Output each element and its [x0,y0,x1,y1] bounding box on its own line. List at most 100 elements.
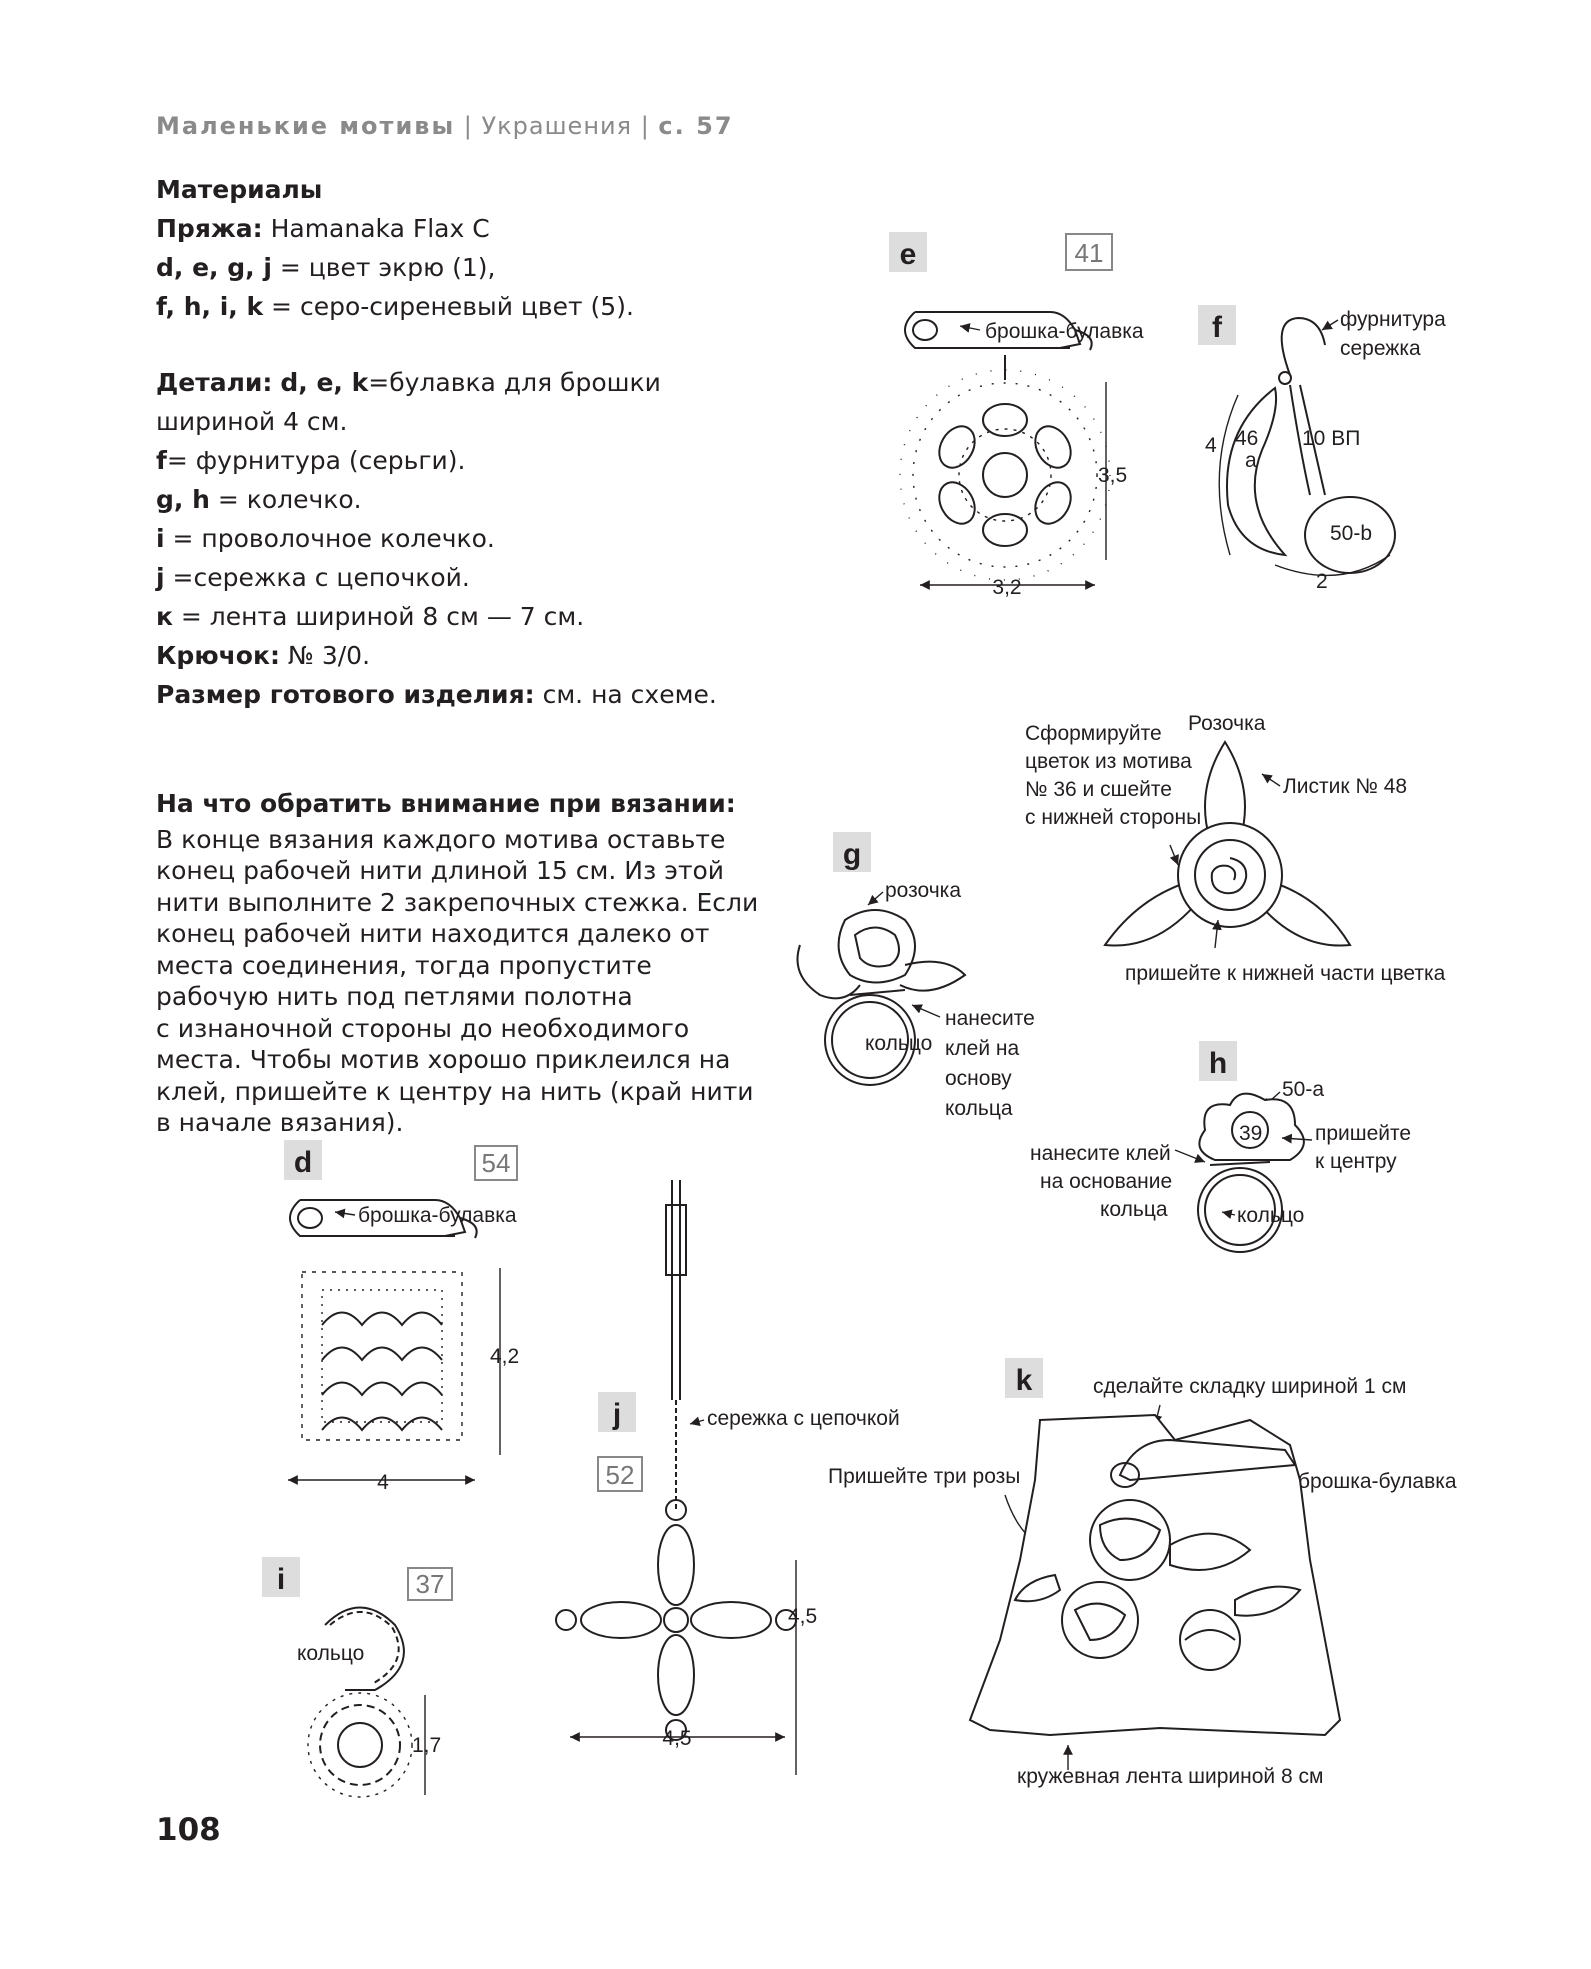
details-keys: d, e, k [280,368,369,397]
tips-line: клей, пришейте к центру на нить (край ни… [156,1076,754,1106]
width-d: 4 [377,1471,389,1494]
details-label: Детали: [156,368,273,397]
label-rose: Розочка [1188,712,1266,735]
label-ring-h: кольцо [1237,1204,1304,1227]
yarn-value: Hamanaka Flax C [270,214,490,243]
motif-number-d: 54 [482,1148,511,1178]
figure-tag-g: g [843,838,861,871]
tips-line: В конце вязания каждого мотива оставьте [156,824,726,854]
yarn-label: Пряжа: [156,214,263,243]
tips-line: с изнаночной стороны до необходимого [156,1013,690,1043]
header-section: Маленькие мотивы [156,112,456,140]
header-separator: | [640,112,650,140]
height-i: 1,7 [412,1734,441,1757]
flower-ring [1197,1092,1305,1253]
width-e: 3,2 [992,576,1021,599]
tips-line: места соединения, тогда пропустите [156,950,652,980]
label-pin-d: брошка-булавка [358,1204,517,1227]
label-sew-h: пришейте [1315,1122,1411,1145]
page-number: 108 [156,1812,221,1848]
figure-tag-j: j [612,1398,621,1431]
label-4: 4 [1205,434,1217,457]
label-lace: кружевная лента шириной 8 см [1017,1765,1323,1788]
label-form: № 36 и сшейте [1025,778,1172,801]
height-d: 4,2 [490,1345,519,1368]
label-glue-g: основу [945,1067,1012,1090]
label-50b: 50-b [1330,522,1372,545]
figure-k: k сделайте складку шириной 1 см Пришейте… [828,1358,1457,1788]
label-pin-k: брошка-булавка [1298,1470,1457,1493]
crochet-motif-e [899,355,1111,581]
header-category: Украшения [481,112,633,140]
width-j: 4,5 [662,1727,691,1750]
label-10ch: 10 ВП [1302,427,1360,450]
label-a: a [1245,449,1257,472]
running-header: Маленькие мотивы | Украшения | с. 57 [156,112,734,140]
color-text: = серо-сиреневый цвет (5). [263,292,634,321]
chain-earring [665,1180,687,1510]
label-glue-g: нанесите [945,1007,1035,1030]
crochet-motif-j [555,1499,797,1741]
label-glue-g: кольца [945,1097,1013,1120]
label-hook1: фурнитура [1340,308,1446,331]
label-glue-h: кольца [1100,1198,1168,1221]
detail-key: i [156,524,165,553]
color-text: = цвет экрю (1), [271,253,496,282]
label-hook2: сережка [1340,337,1421,360]
label-fold: сделайте складку шириной 1 см [1093,1375,1406,1398]
header-separator: | [463,112,473,140]
leaf-shape [1226,386,1288,557]
figure-f: f фурнитура сережка 4 46 a 10 ВП 50-b 2 [1198,305,1446,593]
crochet-motif-i [307,1692,413,1798]
figure-tag-e: e [900,238,917,271]
detail-text: =сережка с цепочкой. [164,563,470,592]
label-rose-g: розочка [885,879,961,902]
lace-ribbon-brooch [968,1413,1342,1737]
label-ring-i: кольцо [297,1642,364,1665]
label-sew-h: к центру [1315,1150,1397,1173]
label-glue-h: на основание [1040,1170,1172,1193]
motif-number-box [1065,233,1113,271]
details-line2: шириной 4 см. [156,407,348,436]
crochet-motif-d [301,1271,463,1441]
label-earring: сережка с цепочкой [707,1407,900,1430]
tips-block: На что обратить внимание при вязании: В … [156,788,796,1139]
tips-line: в начале вязания). [156,1108,404,1137]
label-sew-bottom: пришейте к нижней части цветка [1125,962,1446,985]
figure-tag-k: k [1016,1364,1033,1397]
size-label: Размер готового изделия: [156,680,535,709]
figure-h: h 50-a 39 пришейте к центру нанесите кле… [1030,1041,1411,1253]
figure-tag-box [889,232,927,272]
materials-title: Материалы [156,175,323,204]
detail-text: = колечко. [209,485,362,514]
header-page-ref: с. 57 [658,112,734,140]
figure-rose-detail: Сформируйте цветок из мотива № 36 и сшей… [1025,712,1446,985]
label-39: 39 [1239,1122,1262,1145]
wire-ring [324,1606,405,1691]
label-roses: Пришейте три розы [828,1465,1020,1488]
rose-ring [796,909,967,1086]
hook-value: № 3/0. [279,641,371,670]
figure-e: e 41 брошка-булавка 3,5 3,2 [889,232,1144,599]
detail-key: j [156,563,165,592]
tips-title: На что обратить внимание при вязании: [156,789,736,818]
rose-with-leaves [1103,740,1352,947]
motif-number-i: 37 [416,1569,445,1599]
height-e: 3,5 [1098,464,1127,487]
detail-key: g, h [156,485,210,514]
tips-line: места. Чтобы мотив хорошо приклеился на [156,1045,731,1074]
hook-label: Крючок: [156,641,280,670]
motif-number-j: 52 [606,1460,635,1490]
detail-text: = фурнитура (серьги). [166,446,466,475]
label-leaf: Листик № 48 [1283,775,1407,798]
figure-tag-f: f [1212,311,1223,344]
motif-number-e: 41 [1075,238,1104,268]
detail-key: f [156,446,167,475]
figure-j: j 52 сережка с цепочкой 4,5 4,5 [555,1180,900,1775]
label-form: с нижней стороны [1025,806,1201,829]
detail-key: к [156,602,173,631]
label-form: Сформируйте [1025,722,1162,745]
tips-line: конец рабочей нити длиной 15 см. Из этой [156,856,725,885]
detail-text: = лента шириной 8 см — 7 см. [172,602,585,631]
